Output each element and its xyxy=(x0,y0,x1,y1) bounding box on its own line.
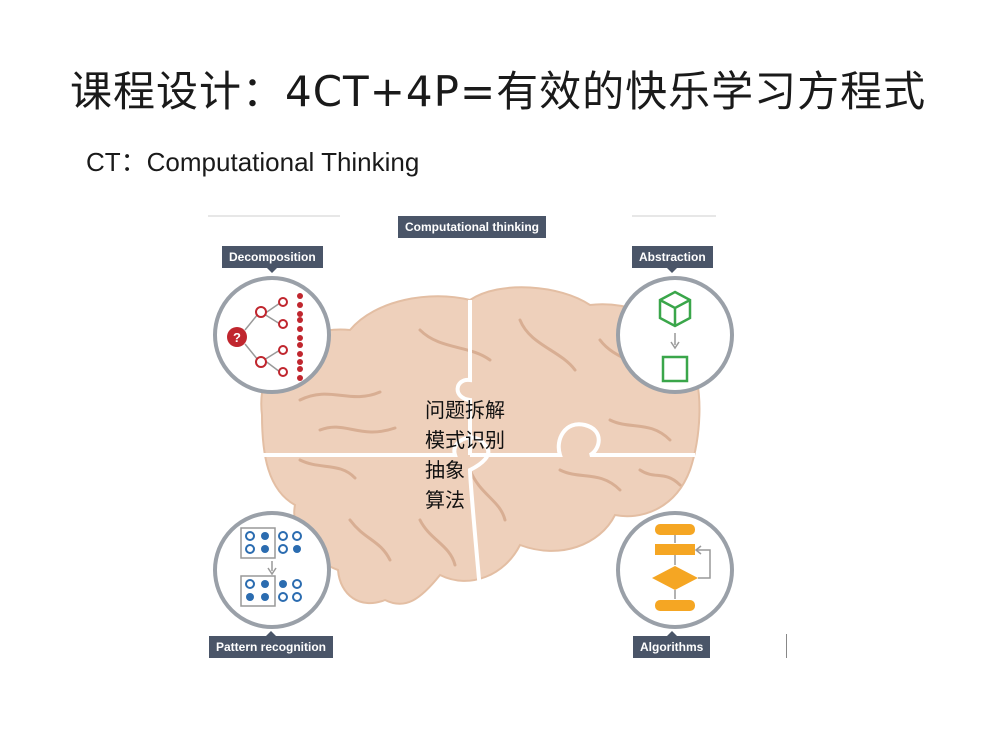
pattern-recognition-illustration xyxy=(213,511,331,629)
algorithms-label: Algorithms xyxy=(633,631,711,658)
term-algorithms-cn: 算法 xyxy=(425,488,465,512)
decomposition-label: Decomposition xyxy=(222,246,323,273)
term-abstraction-cn: 抽象 xyxy=(425,458,465,482)
chinese-ct-terms: 问题拆解 模式识别 抽象 算法 xyxy=(425,395,505,515)
term-pattern-recognition-cn: 模式识别 xyxy=(425,428,505,452)
slide-title: 课程设计：4CT+4P=有效的快乐学习方程式 xyxy=(70,67,927,116)
pattern-recognition-label: Pattern recognition xyxy=(209,631,334,658)
divider-line xyxy=(786,634,787,658)
algorithms-illustration xyxy=(616,511,734,629)
decomposition-illustration: ? xyxy=(213,276,331,394)
abstraction-illustration xyxy=(616,276,734,394)
svg-text:?: ? xyxy=(233,330,241,345)
computational-thinking-label: Computational thinking xyxy=(398,216,546,238)
brain-illustration xyxy=(260,286,701,605)
term-decomposition-cn: 问题拆解 xyxy=(425,398,505,422)
abstraction-label: Abstraction xyxy=(632,246,713,273)
slide-subtitle: CT：Computational Thinking xyxy=(86,147,420,177)
